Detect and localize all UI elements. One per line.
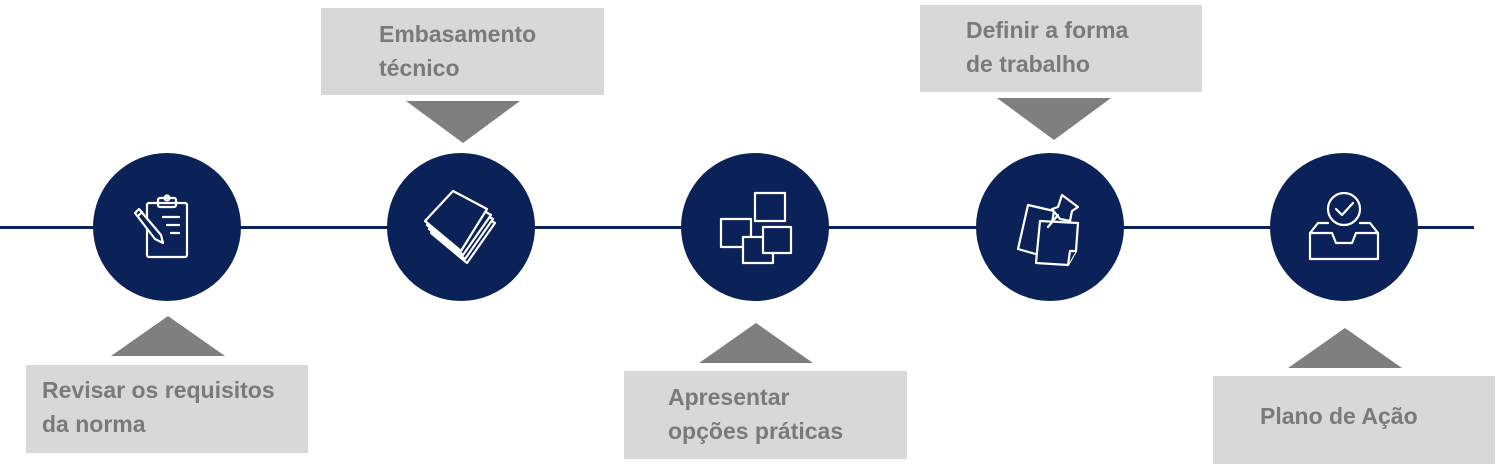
step-5-circle — [1270, 153, 1418, 301]
step-3-pointer — [699, 323, 813, 363]
step-2-label-line-1: Embasamento — [379, 21, 537, 47]
pinned-note-icon — [1016, 193, 1080, 267]
step-1-circle — [93, 153, 241, 301]
step-2-label-line-2: técnico — [379, 55, 460, 81]
paper-stack-icon — [423, 189, 497, 265]
step-3-circle — [681, 153, 829, 301]
step-1-label-line-2: da norma — [42, 411, 146, 437]
inbox-check-icon — [1308, 191, 1380, 261]
step-2-pointer — [406, 101, 520, 143]
step-4-pointer — [997, 98, 1111, 140]
clipboard-pencil-icon — [133, 194, 189, 259]
step-3-label: Apresentar opções práticas — [624, 371, 907, 459]
step-3-label-line-2: opções práticas — [668, 418, 844, 444]
step-1-label-line-1: Revisar os requisitos — [42, 377, 275, 403]
step-5-label: Plano de Ação — [1213, 376, 1495, 464]
step-5-pointer — [1288, 328, 1402, 368]
step-4-label-line-2: de trabalho — [966, 51, 1090, 77]
step-2-circle — [387, 153, 535, 301]
sticky-notes-icon — [719, 191, 793, 265]
step-3-label-line-1: Apresentar — [668, 384, 790, 410]
step-1-pointer — [111, 316, 225, 356]
step-4-circle — [976, 153, 1124, 301]
step-4-label: Definir a forma de trabalho — [920, 5, 1202, 92]
step-2-label: Embasamento técnico — [321, 8, 604, 95]
step-5-label-line-1: Plano de Ação — [1260, 403, 1418, 429]
step-1-label: Revisar os requisitos da norma — [26, 365, 308, 453]
step-4-label-line-1: Definir a forma — [966, 17, 1129, 43]
